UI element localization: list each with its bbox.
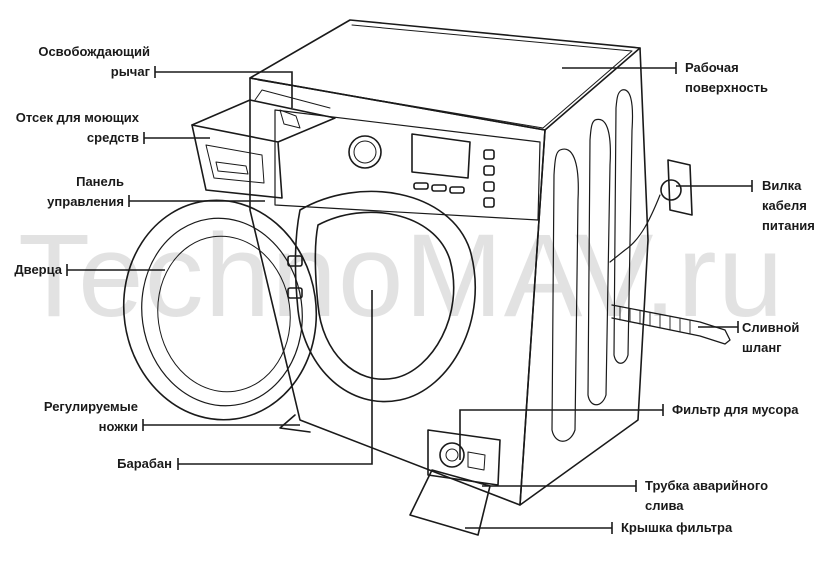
- label-detergent-drawer: Отсек для моющих средств: [15, 110, 139, 145]
- label-door: Дверца: [14, 262, 62, 277]
- drum-rim: [294, 190, 476, 403]
- label-control-panel: Панель управления: [47, 174, 124, 209]
- label-filter-cover: Крышка фильтра: [621, 520, 733, 535]
- drum: [314, 211, 455, 380]
- label-debris-filter: Фильтр для мусора: [672, 402, 799, 417]
- label-power-plug: Вилка кабеля питания: [762, 178, 815, 233]
- display: [411, 133, 471, 179]
- adjustable-feet: [279, 414, 311, 433]
- label-release-lever: Освобождающий рычаг: [38, 44, 150, 79]
- label-drum: Барабан: [117, 456, 172, 471]
- watermark: TechnoMAV.ru: [18, 210, 785, 342]
- control-panel: [274, 109, 541, 221]
- filter-housing: [427, 429, 501, 486]
- detergent-drawer: [191, 124, 283, 199]
- label-adjustable-feet: Регулируемые ножки: [43, 399, 138, 434]
- power-plug: [667, 159, 693, 216]
- label-worktop: Рабочая поверхность: [685, 60, 769, 95]
- program-knob: [348, 135, 382, 169]
- label-emergency-drain-tube: Трубка аварийного слива: [645, 478, 769, 513]
- filter-cover: [409, 469, 491, 536]
- front-panel: [249, 77, 546, 506]
- label-drain-hose: Сливной шланг: [742, 320, 800, 355]
